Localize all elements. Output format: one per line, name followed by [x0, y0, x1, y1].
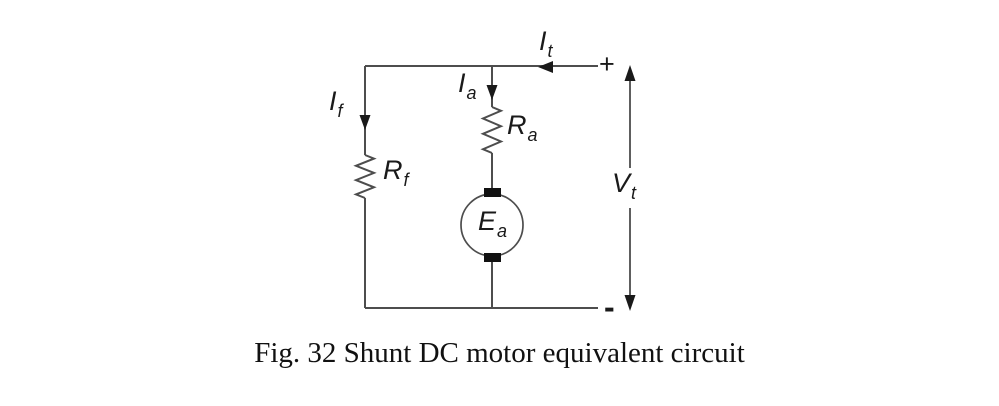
terminal-current-symbol: I: [539, 26, 547, 56]
terminal-voltage-label: Vt: [612, 168, 636, 203]
terminal-current-subscript: t: [547, 41, 553, 61]
armature-resistance-symbol: R: [507, 110, 527, 140]
terminal-current-label: It: [539, 26, 553, 61]
terminal-current-arrow-icon: [538, 61, 553, 73]
motor-brush-bottom: [484, 253, 501, 262]
field-current-arrow-icon: [359, 115, 371, 130]
armature-current-subscript: a: [466, 83, 477, 103]
voltage-arrow-down-icon: [624, 295, 636, 311]
field-resistance-subscript: f: [403, 170, 409, 190]
negative-terminal-sign: -: [604, 289, 615, 325]
terminal-voltage-subscript: t: [631, 183, 637, 203]
field-resistance-symbol: R: [383, 155, 403, 185]
armature-emf-subscript: a: [497, 221, 508, 241]
terminal-voltage-symbol: V: [612, 168, 631, 198]
armature-emf-symbol: E: [478, 206, 497, 236]
armature-current-arrow-icon: [486, 85, 498, 100]
motor-brush-top: [484, 188, 501, 197]
armature-resistance-subscript: a: [527, 125, 538, 145]
armature-resistor-zigzag: [480, 106, 504, 154]
armature-current-symbol: I: [458, 68, 466, 98]
field-resistance-label: Rf: [383, 155, 409, 190]
field-resistor-zigzag: [353, 154, 377, 199]
field-current-symbol: I: [329, 86, 337, 116]
figure-caption: Fig. 32 Shunt DC motor equivalent circui…: [254, 337, 745, 369]
positive-terminal-sign: +: [599, 49, 615, 79]
field-current-subscript: f: [337, 101, 343, 121]
armature-resistance-label: Ra: [507, 110, 538, 145]
field-current-label: If: [329, 86, 343, 121]
armature-emf-label: Ea: [478, 206, 507, 241]
voltage-arrow-up-icon: [624, 65, 636, 81]
armature-current-label: Ia: [458, 68, 477, 103]
